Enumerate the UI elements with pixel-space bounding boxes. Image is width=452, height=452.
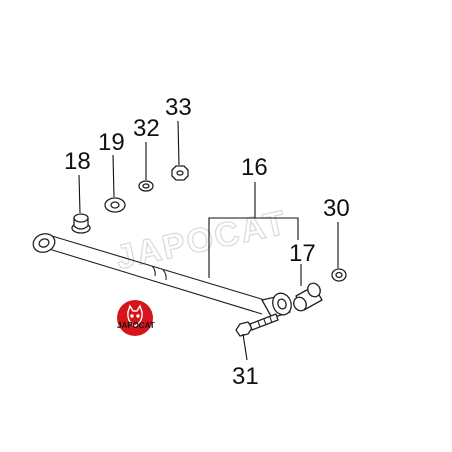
callout-31: 31	[232, 363, 259, 390]
nut-part-30	[331, 268, 347, 282]
logo-badge	[117, 300, 153, 336]
lateral-rod	[32, 233, 292, 319]
callout-19: 19	[98, 129, 125, 156]
leader-lines	[78, 120, 339, 361]
callout-30: 30	[323, 195, 350, 222]
callout-32: 32	[133, 115, 160, 142]
bolt-part-31	[235, 313, 279, 337]
callout-16: 16	[241, 154, 268, 181]
logo-text: JAPOCAT	[117, 321, 155, 330]
washer-part-19	[104, 197, 126, 213]
callout-33: 33	[165, 94, 192, 121]
japocat-logo: JAPOCAT	[117, 300, 155, 336]
nut-part-33	[171, 165, 189, 181]
callout-17: 17	[289, 240, 316, 267]
callout-18: 18	[64, 148, 91, 175]
cat-emblem-icon	[127, 304, 143, 327]
bushing-part-18	[71, 213, 91, 234]
collar-part-17	[293, 282, 323, 312]
watermark-text: JAPOCAT	[112, 204, 290, 277]
spring-washer-part-32	[138, 180, 154, 192]
